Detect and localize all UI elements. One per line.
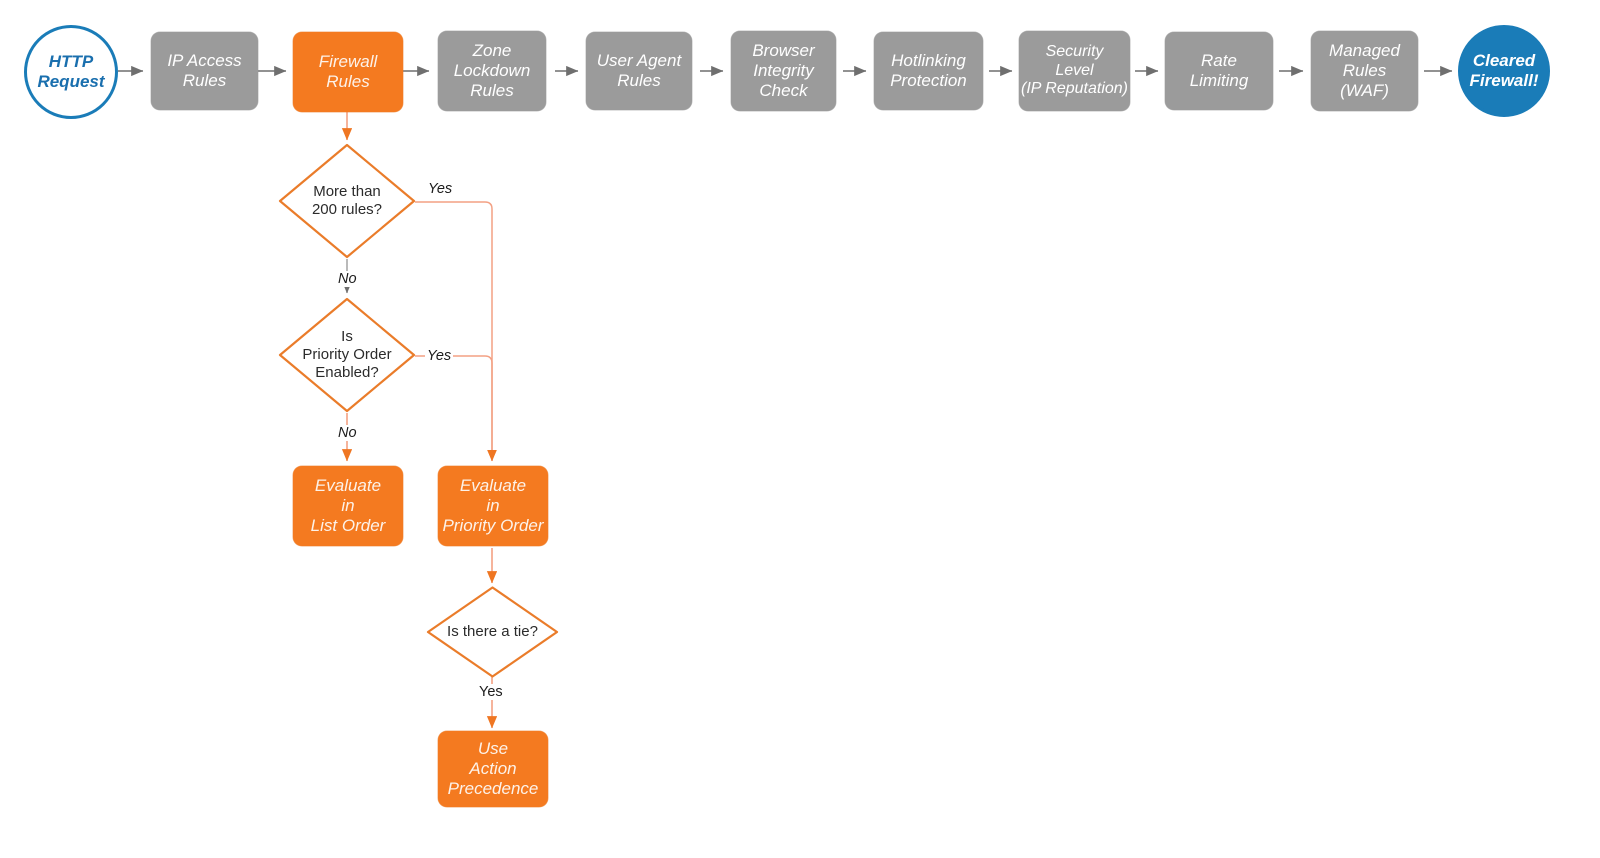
node-label: Use Action Precedence xyxy=(447,738,539,799)
edge-label-more-than-200-no: No xyxy=(336,271,359,287)
node-rate-limiting[interactable]: Rate Limiting xyxy=(1165,32,1273,110)
decision-is-there-a-tie[interactable]: Is there a tie? xyxy=(425,585,560,679)
node-label: Hotlinking Protection xyxy=(890,50,967,90)
decision-label: Is there a tie? xyxy=(447,623,538,640)
edge-decision1-yes-to-priority xyxy=(415,201,497,462)
node-label: User Agent Rules xyxy=(596,50,682,90)
node-http-request[interactable]: HTTP Request xyxy=(24,25,118,119)
node-label: IP Access Rules xyxy=(167,50,242,90)
diamond-shape xyxy=(278,297,416,413)
node-zone-lockdown-rules[interactable]: Zone Lockdown Rules xyxy=(438,31,546,111)
decision-more-than-200-rules[interactable]: More than 200 rules? xyxy=(277,142,417,260)
node-browser-integrity-check[interactable]: Browser Integrity Check xyxy=(731,31,836,111)
decision-is-priority-order-enabled[interactable]: Is Priority Order Enabled? xyxy=(277,296,417,414)
edge-label-more-than-200-yes: Yes xyxy=(426,181,455,197)
node-label: Cleared Firewall! xyxy=(1469,50,1539,90)
node-label: Security Level (IP Reputation) xyxy=(1020,42,1128,98)
node-label: Zone Lockdown Rules xyxy=(453,40,531,101)
node-label: Managed Rules (WAF) xyxy=(1329,40,1400,101)
decision-label: More than 200 rules? xyxy=(311,183,383,218)
edge-decision2-yes-to-priority xyxy=(415,355,497,462)
node-managed-rules-waf[interactable]: Managed Rules (WAF) xyxy=(1311,31,1418,111)
node-user-agent-rules[interactable]: User Agent Rules xyxy=(586,32,692,110)
node-use-action-precedence[interactable]: Use Action Precedence xyxy=(438,731,548,807)
node-hotlinking-protection[interactable]: Hotlinking Protection xyxy=(874,32,983,110)
node-firewall-rules[interactable]: Firewall Rules xyxy=(293,32,403,112)
node-label: Firewall Rules xyxy=(318,51,378,91)
node-label: Evaluate in Priority Order xyxy=(442,475,544,536)
node-label: Rate Limiting xyxy=(1189,50,1249,90)
edge-label-priority-order-no: No xyxy=(336,425,359,441)
node-evaluate-in-list-order[interactable]: Evaluate in List Order xyxy=(293,466,403,546)
node-label: Evaluate in List Order xyxy=(310,475,386,536)
node-ip-access-rules[interactable]: IP Access Rules xyxy=(151,32,258,110)
node-evaluate-in-priority-order[interactable]: Evaluate in Priority Order xyxy=(438,466,548,546)
diamond-shape xyxy=(426,586,559,678)
diamond-shape xyxy=(278,143,416,259)
edge-label-tie-yes: Yes xyxy=(477,684,505,700)
node-label: Browser Integrity Check xyxy=(752,40,815,101)
decision-label: Is Priority Order Enabled? xyxy=(302,328,392,381)
node-cleared-firewall[interactable]: Cleared Firewall! xyxy=(1458,25,1550,117)
node-label: HTTP Request xyxy=(37,51,105,91)
node-security-level[interactable]: Security Level (IP Reputation) xyxy=(1019,31,1130,111)
edge-label-priority-order-yes: Yes xyxy=(425,348,454,364)
